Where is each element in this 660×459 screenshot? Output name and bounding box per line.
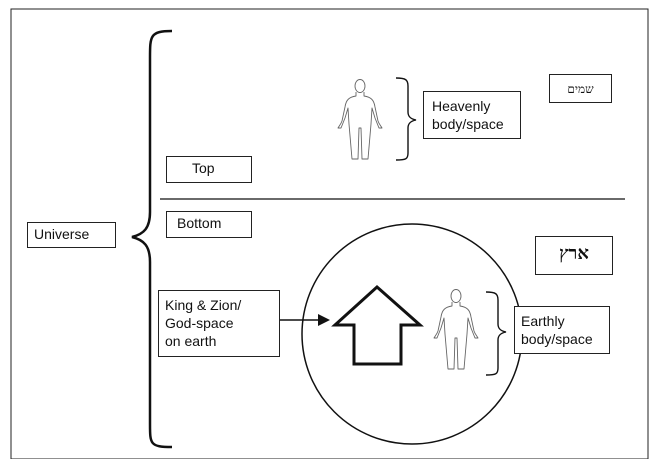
heavenly-brace	[395, 77, 417, 161]
outer-frame	[10, 8, 649, 459]
earth-circle	[301, 223, 523, 445]
shamayim-label: שמים	[549, 74, 612, 103]
earthly-brace	[485, 291, 507, 376]
universe-label: Universe	[27, 222, 116, 248]
up-arrow	[331, 284, 424, 366]
top-label: Top	[166, 156, 252, 183]
heavenly-label: Heavenly body/space	[423, 91, 521, 139]
king-zion-label: King & Zion/ God-space on earth	[158, 290, 280, 357]
earthly-figure-icon	[433, 289, 479, 370]
universe-brace	[131, 29, 173, 449]
eretz-label: ארץ	[535, 236, 613, 275]
earthly-label: Earthly body/space	[514, 306, 610, 354]
bottom-label: Bottom	[166, 211, 252, 238]
connector-arrow	[279, 314, 330, 326]
heavenly-figure-icon	[337, 79, 383, 160]
